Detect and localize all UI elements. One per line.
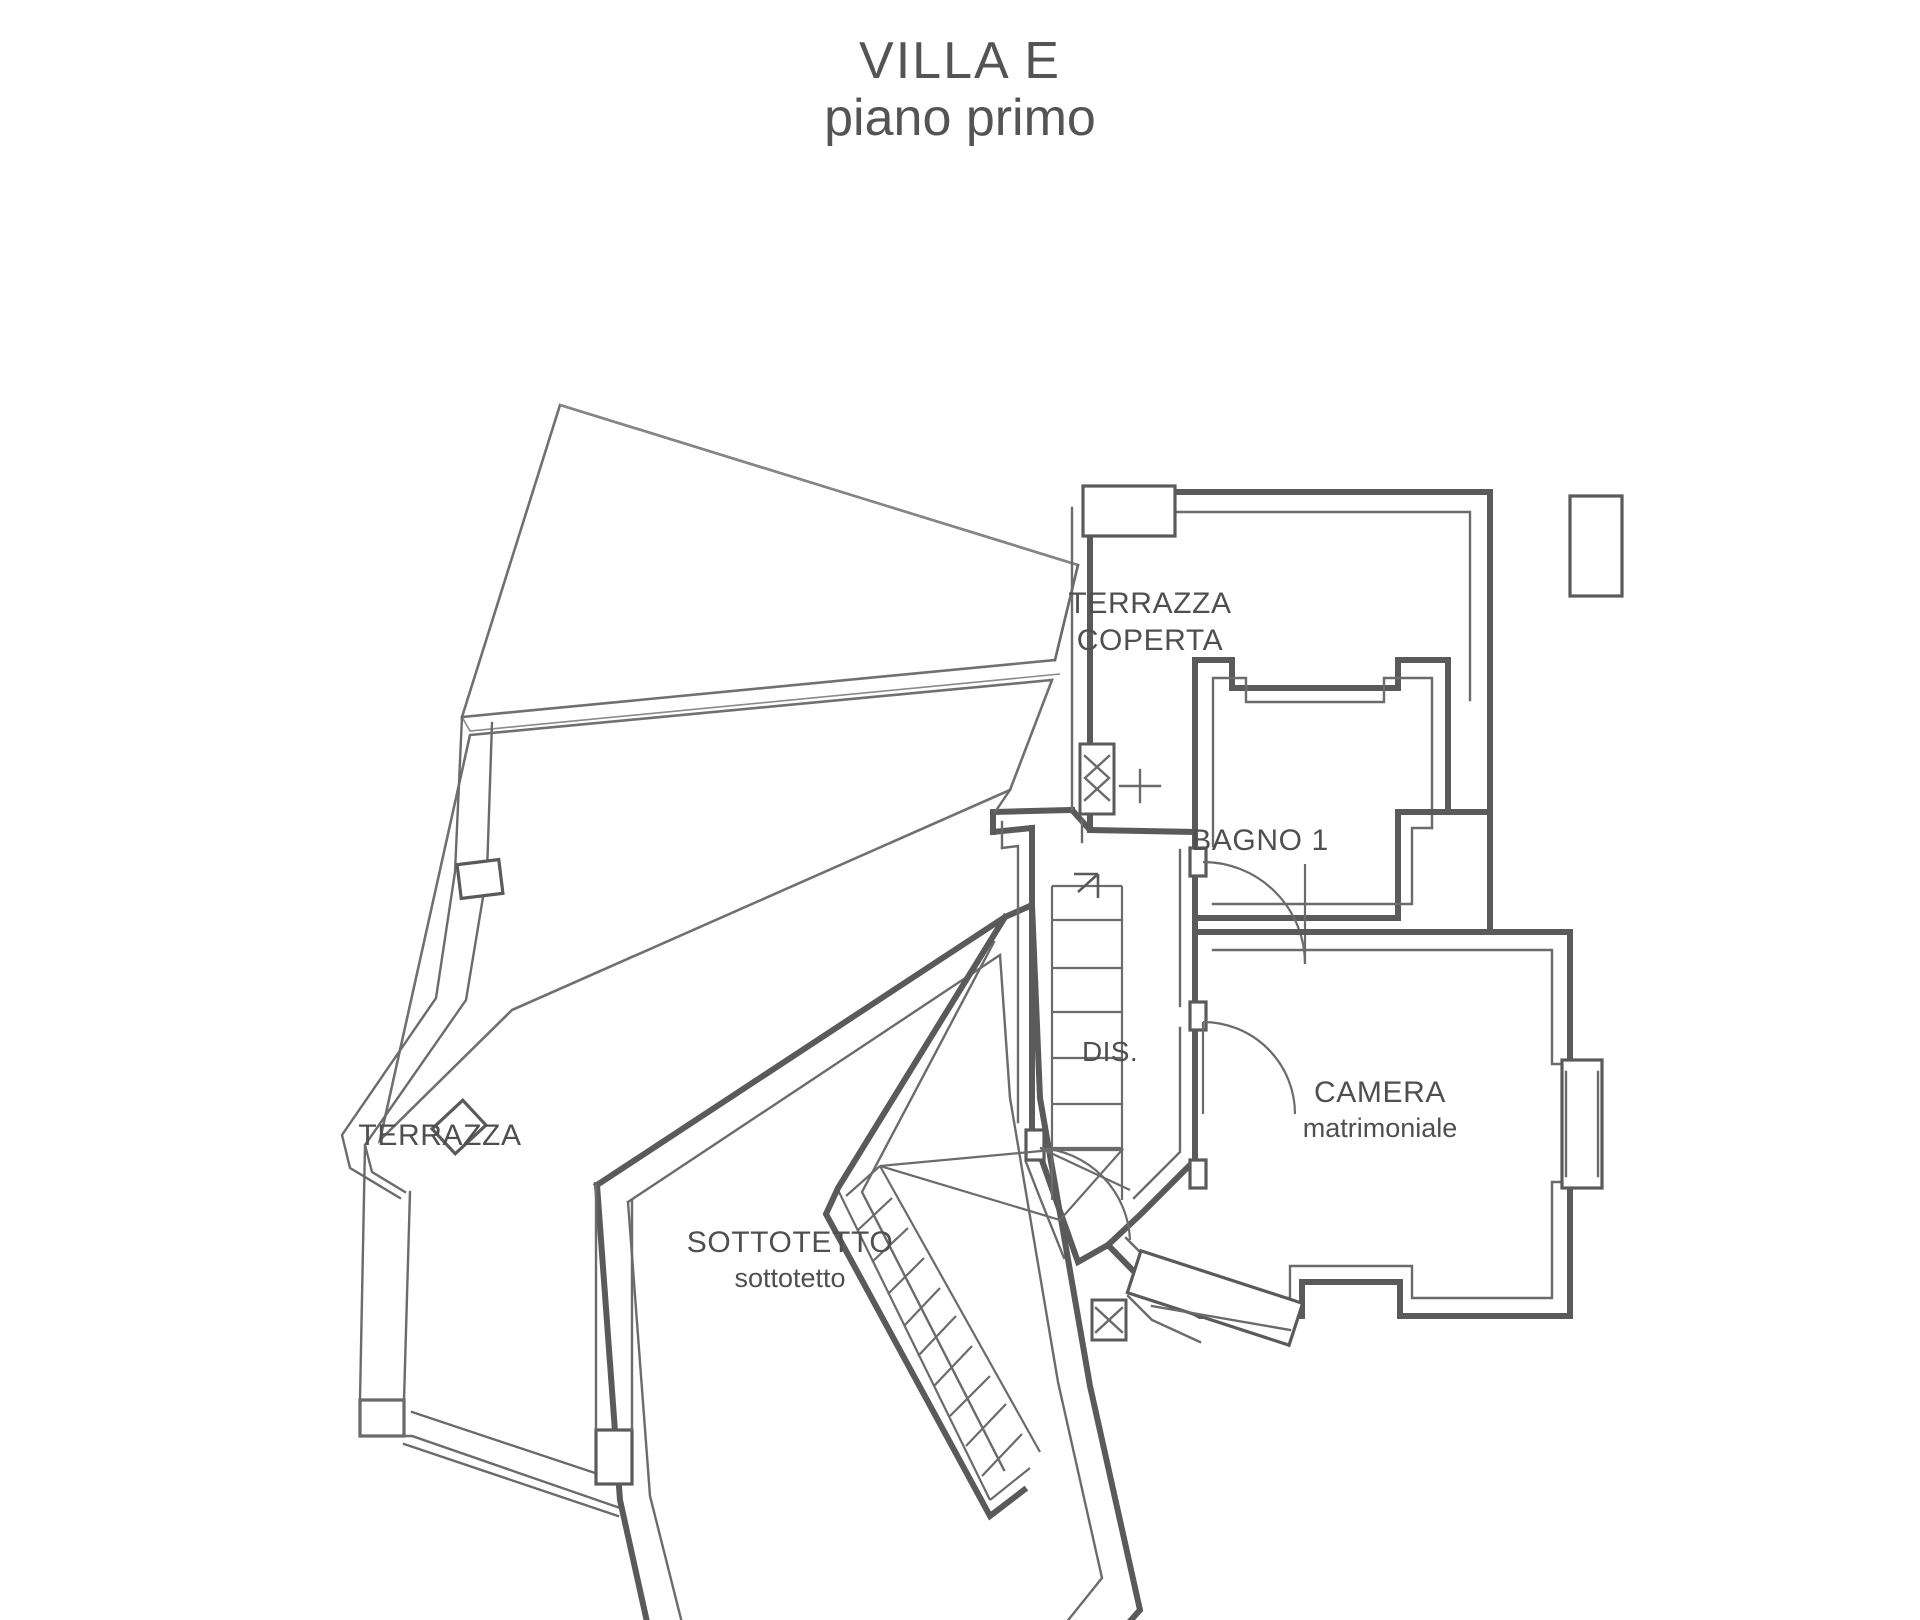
sottotetto-stair-divider xyxy=(822,912,1029,1521)
roof-plane-upper xyxy=(460,403,1080,719)
terrazza-walls xyxy=(340,715,505,1438)
chimney-block xyxy=(1568,494,1624,598)
sottotetto-left-jamb xyxy=(594,1183,634,1486)
bagno-walls xyxy=(1188,657,1493,1032)
roof-plane-upper-edge xyxy=(461,673,1061,732)
stair-lower-flight xyxy=(837,1165,1041,1501)
staircase xyxy=(837,872,1125,1501)
roof-to-core-link xyxy=(993,563,1080,814)
camera-walls xyxy=(1103,929,1604,1319)
terrazza-lower-wall xyxy=(358,1143,624,1518)
camera-bottom-opening xyxy=(1090,1248,1305,1348)
roof-plane-lower xyxy=(377,678,1054,1145)
terrazza-coperta-walls xyxy=(1070,484,1493,833)
door-sottotetto xyxy=(1024,1128,1132,1241)
